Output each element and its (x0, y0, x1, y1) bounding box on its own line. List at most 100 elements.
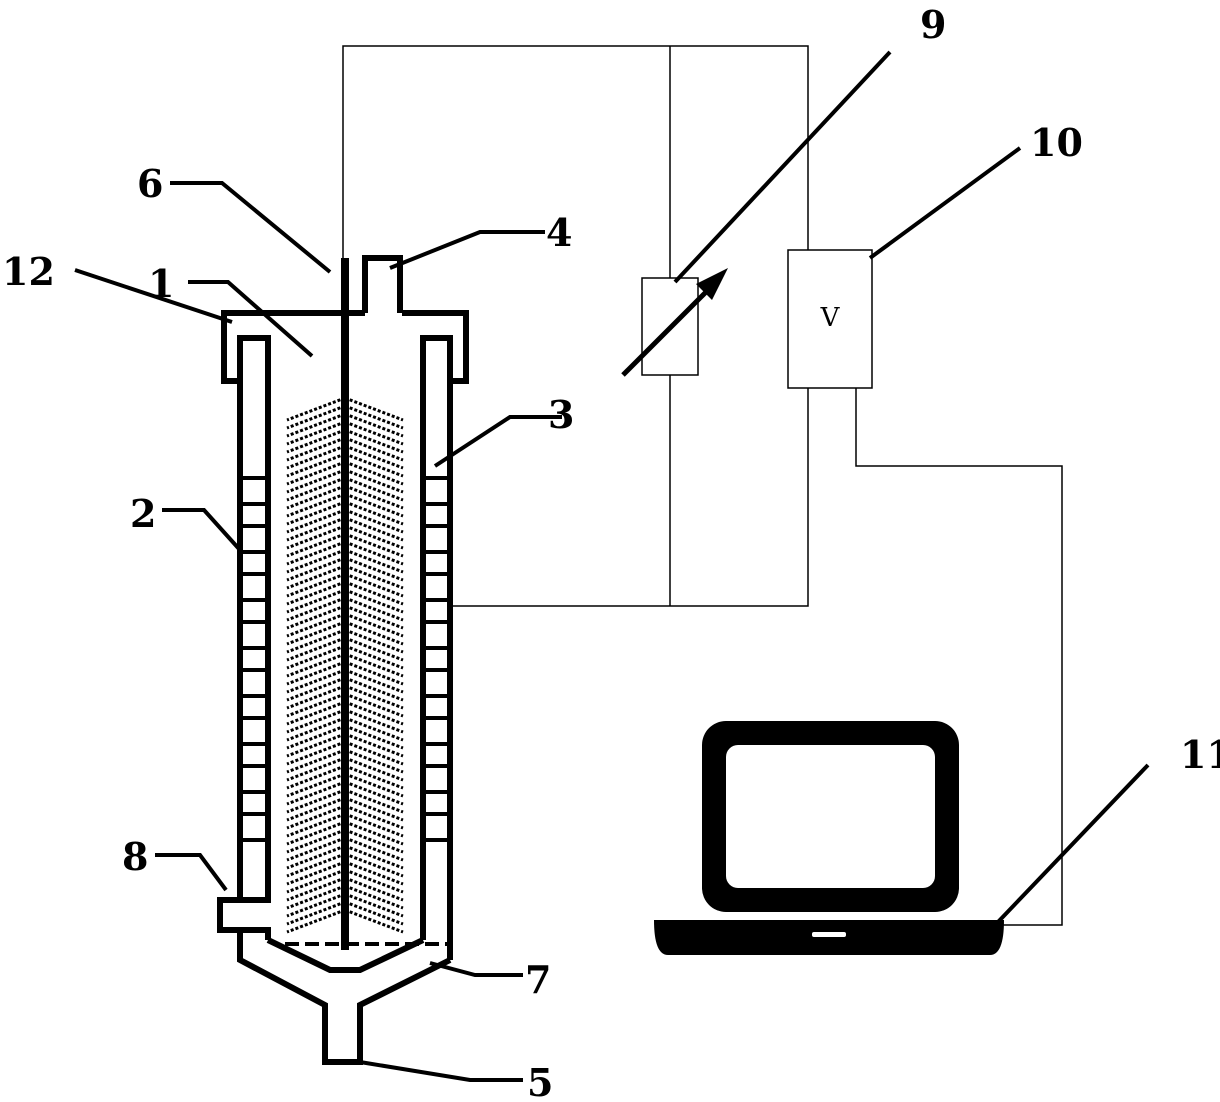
label-1: 1 (148, 261, 174, 306)
brush-fiber (344, 652, 404, 678)
brush-fiber (344, 748, 404, 774)
brush-fiber (286, 676, 346, 702)
brush-fiber (344, 692, 404, 718)
brush-fiber (286, 644, 346, 670)
brush-fiber (286, 484, 346, 510)
brush-fiber (344, 516, 404, 542)
brush-fiber (286, 572, 346, 598)
brush-fiber (286, 732, 346, 758)
label-7: 7 (525, 957, 551, 1002)
brush-fiber (344, 684, 404, 710)
brush-fiber (344, 524, 404, 550)
brush-fiber (344, 612, 404, 638)
brush-fiber (286, 420, 346, 446)
brush-fiber (344, 628, 404, 654)
brush-fiber (344, 908, 404, 934)
brush-fiber (286, 828, 346, 854)
brush-fiber (286, 588, 346, 614)
brush-fiber (286, 708, 346, 734)
brush-fiber (344, 852, 404, 878)
brush-fiber (344, 620, 404, 646)
brush-fiber (344, 580, 404, 606)
brush-fiber (344, 508, 404, 534)
brush-fiber (286, 716, 346, 742)
brush-fiber (286, 628, 346, 654)
brush-fiber (344, 884, 404, 910)
brush-fiber (344, 396, 404, 422)
label-12: 12 (2, 249, 55, 294)
brush-fiber (344, 732, 404, 758)
brush-fiber (286, 516, 346, 542)
brush-fiber (286, 596, 346, 622)
brush-fiber (286, 876, 346, 902)
brush-fiber (286, 404, 346, 430)
brush-fiber (286, 468, 346, 494)
brush-fiber (344, 604, 404, 630)
brush-fiber (286, 892, 346, 918)
brush-fiber (286, 692, 346, 718)
brush-fiber (344, 764, 404, 790)
brush-fiber (344, 404, 404, 430)
brush-fiber (344, 676, 404, 702)
brush-fiber (344, 892, 404, 918)
brush-fiber (344, 708, 404, 734)
brush-fiber (286, 724, 346, 750)
brush-fiber (286, 412, 346, 438)
brush-fiber (286, 884, 346, 910)
brush-fiber (344, 548, 404, 574)
brush-fiber (344, 564, 404, 590)
label-4: 4 (546, 210, 572, 255)
label-10: 10 (1030, 120, 1083, 165)
brush-fiber (344, 820, 404, 846)
brush-fiber (286, 660, 346, 686)
brush-fiber (286, 700, 346, 726)
brush-fiber (286, 612, 346, 638)
brush-fiber (286, 860, 346, 886)
label-3: 3 (548, 392, 574, 437)
brush-fiber (344, 500, 404, 526)
brush-fiber (286, 428, 346, 454)
brush-fiber (344, 804, 404, 830)
brush-fiber (344, 460, 404, 486)
electrode-brush (286, 396, 404, 934)
brush-fiber (286, 844, 346, 870)
brush-fiber (286, 532, 346, 558)
voltmeter-symbol: V (820, 303, 841, 333)
brush-fiber (286, 668, 346, 694)
brush-fiber (344, 596, 404, 622)
brush-fiber (286, 452, 346, 478)
label-8: 8 (122, 834, 148, 879)
brush-fiber (344, 444, 404, 470)
brush-fiber (344, 828, 404, 854)
brush-fiber (286, 900, 346, 926)
brush-fiber (286, 652, 346, 678)
leader-lines (74, 50, 1150, 1082)
brush-fiber (344, 428, 404, 454)
brush-fiber (344, 436, 404, 462)
brush-fiber (286, 748, 346, 774)
brush-fiber (344, 844, 404, 870)
brush-fiber (286, 908, 346, 934)
brush-fiber (344, 876, 404, 902)
arrow-head-icon (696, 268, 728, 300)
brush-fiber (344, 588, 404, 614)
brush-fiber (344, 772, 404, 798)
brush-fiber (344, 468, 404, 494)
brush-fiber (286, 460, 346, 486)
brush-fiber (344, 724, 404, 750)
brush-fiber (286, 820, 346, 846)
brush-fiber (286, 500, 346, 526)
brush-fiber (344, 452, 404, 478)
brush-fiber (286, 396, 346, 422)
brush-fiber (286, 780, 346, 806)
brush-fiber (286, 764, 346, 790)
label-9: 9 (920, 2, 946, 47)
brush-fiber (344, 868, 404, 894)
brush-fiber (344, 412, 404, 438)
label-2: 2 (130, 491, 156, 536)
brush-fiber (286, 444, 346, 470)
circuit-wires (342, 45, 1063, 926)
